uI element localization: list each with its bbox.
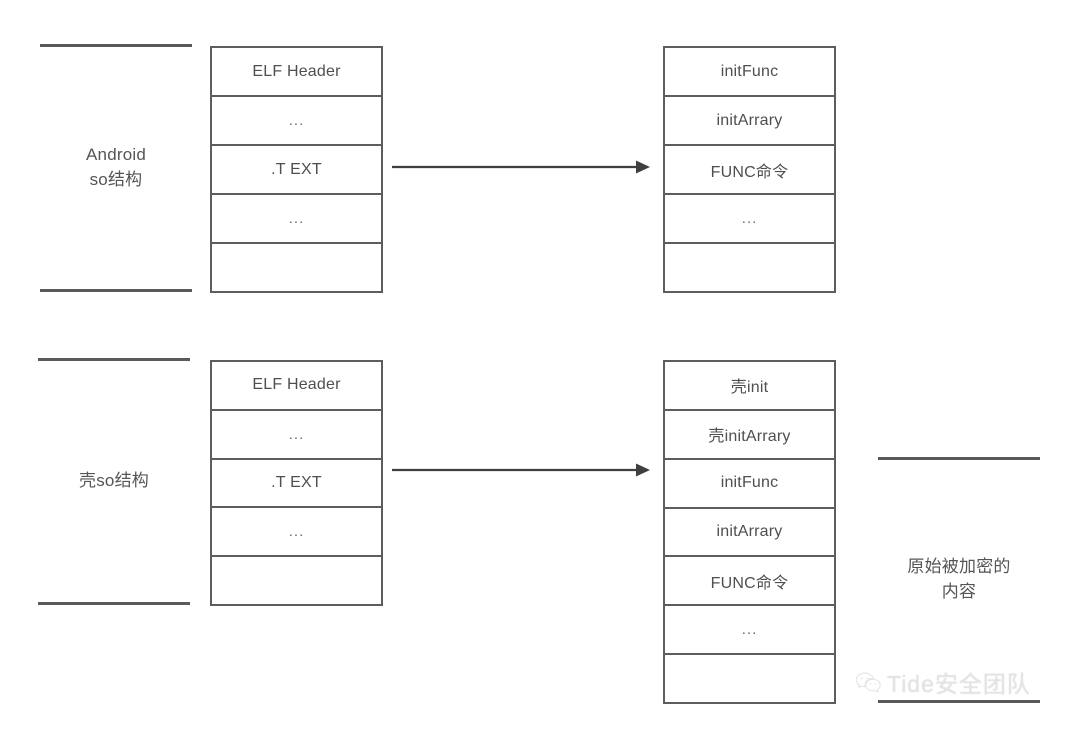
stack-android-so-layout: ELF Header ... .T EXT ... <box>210 46 383 293</box>
stack-row: ELF Header <box>212 48 381 97</box>
stack-row <box>665 655 834 702</box>
bracket-label-packed-so: 壳so结构 <box>79 471 149 491</box>
stack-row: ... <box>212 97 381 146</box>
arrow-android-so-to-init <box>392 158 650 176</box>
bracket-encrypted-content: 原始被加密的 内容 <box>878 457 1040 703</box>
stack-row: 壳init <box>665 362 834 411</box>
stack-row: ... <box>665 195 834 244</box>
bracket-bottom-rule <box>40 289 192 292</box>
wechat-icon <box>855 671 881 693</box>
stack-packed-so-layout: ELF Header ... .T EXT ... <box>210 360 383 606</box>
stack-packed-init-flow: 壳init 壳initArrary initFunc initArrary FU… <box>663 360 836 704</box>
bracket-packed-so: 壳so结构 <box>38 358 190 605</box>
stack-row: FUNC命令 <box>665 557 834 607</box>
stack-android-init-flow: initFunc initArrary FUNC命令 ... <box>663 46 836 293</box>
bracket-top-rule <box>38 358 190 361</box>
stack-row: .T EXT <box>212 460 381 509</box>
stack-row: 壳initArrary <box>665 411 834 460</box>
arrow-packed-so-to-init <box>392 461 650 479</box>
watermark-text: Tide安全团队 <box>887 671 1031 697</box>
stack-row: initArrary <box>665 97 834 146</box>
stack-row: ELF Header <box>212 362 381 411</box>
stack-row <box>665 244 834 291</box>
stack-row: FUNC命令 <box>665 146 834 195</box>
bracket-android-so: Android so结构 <box>40 44 192 292</box>
stack-row: initFunc <box>665 460 834 509</box>
stack-row: initFunc <box>665 48 834 97</box>
stack-row <box>212 557 381 604</box>
bracket-bottom-rule <box>38 602 190 605</box>
stack-row: .T EXT <box>212 146 381 195</box>
bracket-bottom-rule <box>878 700 1040 703</box>
stack-row: ... <box>212 195 381 244</box>
stack-row: initArrary <box>665 509 834 558</box>
stack-row: ... <box>665 606 834 656</box>
stack-row <box>212 244 381 291</box>
bracket-label-encrypted-content: 原始被加密的 内容 <box>907 557 1011 601</box>
stack-row: ... <box>212 411 381 460</box>
bracket-label-android-so: Android so结构 <box>86 145 146 189</box>
bracket-top-rule <box>878 457 1040 460</box>
stack-row: ... <box>212 508 381 558</box>
watermark: Tide安全团队 <box>855 665 1031 699</box>
bracket-top-rule <box>40 44 192 47</box>
